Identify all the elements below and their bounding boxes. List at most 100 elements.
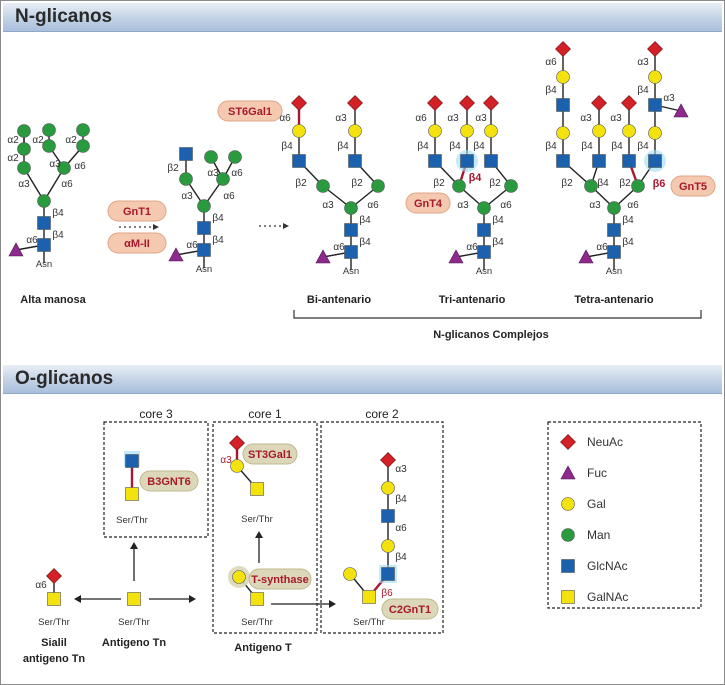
link-b2: β2	[433, 178, 445, 189]
serthr-label: Ser/Thr	[353, 617, 385, 628]
link-b4: β4	[212, 213, 224, 224]
link-a6: α6	[466, 242, 478, 253]
gal-circle	[561, 497, 575, 511]
link-b4: β4	[597, 178, 609, 189]
glcnac-square	[37, 216, 51, 230]
legend-label: Fuc	[587, 466, 607, 480]
legend-label: Man	[587, 528, 610, 542]
glcnac-square	[381, 567, 395, 581]
link-a3: α3	[181, 191, 193, 202]
complex-bracket	[293, 310, 702, 319]
link-b4: β4	[212, 235, 224, 246]
link-b4: β4	[449, 141, 461, 152]
link-b4: β4	[359, 215, 371, 226]
man-circle	[17, 161, 31, 175]
man-circle	[504, 179, 518, 193]
neuac-diamond	[621, 95, 637, 111]
link-a3: α3	[335, 113, 347, 124]
link-b4: β4	[52, 208, 64, 219]
glcnac-square	[607, 245, 621, 259]
asn-label: Asn	[196, 264, 212, 275]
man-circle	[371, 179, 385, 193]
link-a3: α3	[447, 113, 459, 124]
bi-antenario-label: Bi-antenario	[307, 294, 371, 306]
man-circle	[631, 179, 645, 193]
neuac-diamond	[380, 452, 396, 468]
link-a6: α6	[231, 168, 243, 179]
gnt1-badge	[107, 200, 167, 222]
st6gal1-label: ST6Gal1	[228, 106, 272, 118]
neuac-diamond	[229, 435, 245, 451]
o-glycans-banner: O-glicanos	[3, 365, 722, 394]
tsynthase-label: T-synthase	[251, 574, 308, 586]
n-glycans-banner: N-glicanos	[3, 3, 722, 32]
b3gnt6-label: B3GNT6	[147, 476, 190, 488]
link-b2: β2	[167, 163, 179, 174]
neuac-diamond	[46, 568, 62, 584]
link-b4: β4	[622, 215, 634, 226]
man-circle	[76, 139, 90, 153]
arrowhead	[130, 542, 138, 549]
serthr-label: Ser/Thr	[116, 515, 148, 526]
b3gnt6-badge	[139, 470, 199, 492]
man-circle	[204, 150, 218, 164]
serthr-label: Ser/Thr	[241, 514, 273, 525]
serthr-label: Ser/Thr	[118, 617, 150, 628]
gal-circle	[592, 124, 606, 138]
link-b2: β2	[351, 178, 363, 189]
fuc-triangle	[8, 242, 24, 257]
galnac-square	[125, 487, 139, 501]
glcnac-square	[556, 98, 570, 112]
glcnac-square	[561, 559, 575, 573]
link-a6: α6	[395, 523, 407, 534]
glcnac-square	[460, 154, 474, 168]
fuc-triangle	[673, 103, 689, 118]
legend-label: Gal	[587, 497, 606, 511]
link-b4: β4	[417, 141, 429, 152]
man-circle	[344, 201, 358, 215]
gal-circle	[556, 126, 570, 140]
n-glycans-title: N-glicanos	[15, 6, 113, 27]
man-circle	[42, 139, 56, 153]
link-a3: α3	[207, 168, 219, 179]
glcnac-square	[37, 238, 51, 252]
man-circle	[179, 172, 193, 186]
link-a3: α3	[49, 159, 61, 170]
serthr-label: Ser/Thr	[241, 617, 273, 628]
man-circle	[17, 124, 31, 138]
glcnac-square	[292, 154, 306, 168]
tetra-antenario-label: Tetra-antenario	[574, 294, 654, 306]
link-b2: β2	[489, 178, 501, 189]
fuc-triangle	[168, 247, 184, 262]
link-b4: β4	[337, 141, 349, 152]
link-a6: α6	[26, 235, 38, 246]
am2-badge	[107, 232, 167, 254]
o-glycans-title: O-glicanos	[15, 368, 114, 389]
neuac-diamond	[347, 95, 363, 111]
link-a3: α3	[457, 200, 469, 211]
serthr-label: Ser/Thr	[38, 617, 70, 628]
man-circle	[197, 199, 211, 213]
link-a6: α6	[596, 242, 608, 253]
gal-circle	[648, 70, 662, 84]
link-a6: α6	[74, 161, 86, 172]
t-label: Antigeno T	[234, 642, 292, 654]
link-b2: β2	[295, 178, 307, 189]
sialil-label: Sialil	[41, 637, 67, 649]
man-circle	[57, 161, 71, 175]
gal-circle	[428, 124, 442, 138]
man-circle	[561, 528, 575, 542]
link-a6: α6	[61, 179, 73, 190]
link-a6: α6	[333, 242, 345, 253]
man-circle	[607, 201, 621, 215]
fuc-triangle	[560, 465, 576, 480]
neuac-diamond	[291, 95, 307, 111]
link-a6: α6	[223, 191, 235, 202]
tsynthase-badge	[248, 568, 312, 590]
link-b4: β4	[545, 141, 557, 152]
link-b4: β4	[395, 552, 407, 563]
glcnac-square	[484, 154, 498, 168]
link-a6: α6	[500, 200, 512, 211]
link-a3: α3	[220, 455, 232, 466]
